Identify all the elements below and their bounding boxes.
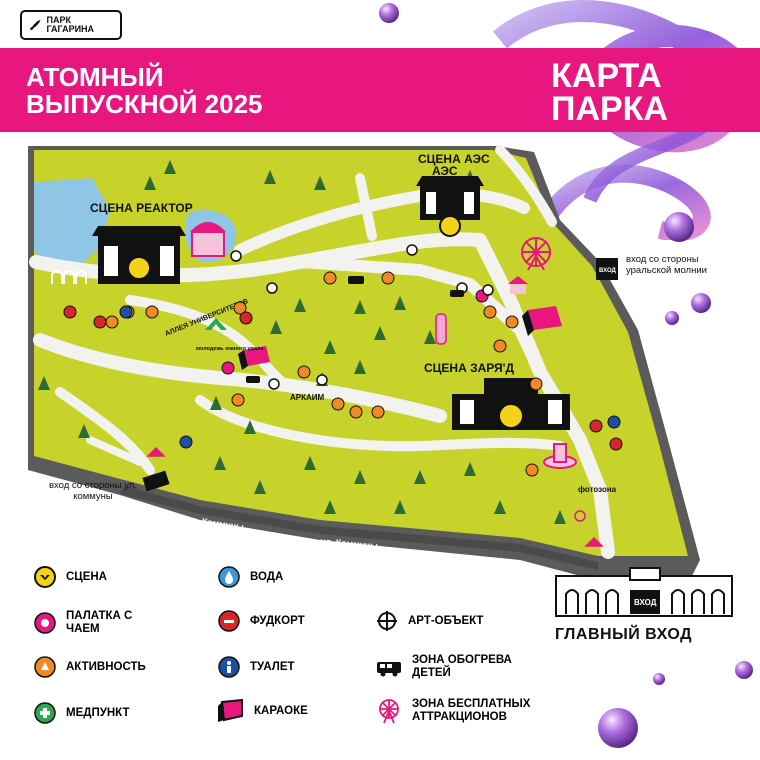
rocket-logo-icon: [29, 19, 41, 31]
svg-text:ВХОД: ВХОД: [599, 268, 617, 274]
lake: [34, 178, 110, 270]
logo-text: ПАРК ГАГАРИНА: [46, 15, 95, 34]
stage-zarya-label: СЦЕНА ЗАРЯ'Д: [424, 361, 514, 375]
pavilion-building: [190, 222, 226, 257]
karaoke-box: [238, 346, 270, 370]
toilet-markers: [119, 305, 621, 449]
legend-item-foodcourt: ФУДКОРТ: [218, 610, 305, 632]
legend-item-kids-heating: ЗОНА ОБОГРЕВА ДЕТЕЙ: [376, 654, 522, 680]
arkaim-label: АРКАИМ: [290, 393, 325, 402]
free-rides-markers: [146, 446, 604, 547]
legend-item-tea-tent: ПАЛАТКА С ЧАЕМ: [34, 610, 146, 636]
tea-tent-icon: [34, 612, 56, 634]
map-title-line1: КАРТА: [551, 57, 662, 95]
legend-item-karaoke: КАРАОКЕ: [216, 698, 308, 724]
legend-label: СЦЕНА: [66, 570, 107, 583]
arches-structure: [51, 270, 87, 284]
tent-structure: [508, 276, 528, 294]
legend-label: ТУАЛЕТ: [250, 660, 295, 673]
legend-item-free-rides: ЗОНА БЕСПЛАТНЫХ АТТРАКЦИОНОВ: [376, 698, 552, 724]
karaoke-icon: [218, 698, 243, 722]
entry-west-marker: [142, 470, 170, 492]
legend-label: ФУДКОРТ: [250, 614, 305, 627]
event-title-line1: АТОМНЫЙ: [26, 62, 164, 92]
main-entrance-building: [555, 567, 733, 617]
legend-label: АКТИВНОСТЬ: [66, 660, 146, 673]
art-object-icon: [377, 611, 397, 631]
legend-label: АРТ-ОБЪЕКТ: [408, 614, 484, 627]
stage-reactor-label: СЦЕНА РЕАКТОР: [90, 201, 193, 215]
toilet-icon: [218, 656, 240, 678]
map-title-line2: ПАРКА: [551, 90, 668, 128]
event-title: АТОМНЫЙ ВЫПУСКНОЙ 2025: [26, 64, 356, 118]
legend-item-activity: АКТИВНОСТЬ: [34, 656, 146, 678]
foodcourt-markers: [63, 305, 623, 451]
foodcourt-icon: [218, 610, 240, 632]
statue-art-object: [435, 313, 447, 345]
legend-item-stage: СЦЕНА: [34, 566, 107, 588]
legend-label: КАРАОКЕ: [254, 704, 308, 717]
youth-label: молодежь южного урала: [196, 346, 264, 352]
bus-markers: [246, 276, 464, 383]
stage-zarya-building: [452, 378, 570, 430]
stage-reactor-building: [92, 226, 186, 284]
legend-label: ЗОНА ОБОГРЕВА ДЕТЕЙ: [412, 654, 512, 679]
ferris-wheel-icon: [521, 237, 551, 271]
event-title-line2: ВЫПУСКНОЙ 2025: [26, 89, 263, 119]
fountain-structure: [543, 443, 577, 469]
legend-label: ВОДА: [250, 570, 284, 583]
legend-label: ПАЛАТКА С ЧАЕМ: [66, 610, 133, 635]
legend-item-toilet: ТУАЛЕТ: [218, 656, 295, 678]
stage-aes-label: СЦЕНА АЭС: [418, 152, 490, 166]
legend-item-art-object: АРТ-ОБЪЕКТ: [376, 610, 483, 632]
stage-aes-building: [416, 176, 484, 237]
stage-aes-label-2: АЭС: [432, 164, 458, 178]
medical-icon: [34, 702, 56, 724]
park-logo: ПАРК ГАГАРИНА: [20, 10, 122, 40]
karaoke-box: [522, 306, 562, 336]
entry-west-label: вход со стороны ул. коммуны: [48, 480, 137, 502]
entry-east-marker: ВХОД: [596, 258, 618, 280]
activity-icon: [34, 656, 56, 678]
water-icon: [218, 566, 240, 588]
free-rides-icon: [379, 699, 399, 724]
legend-label: ЗОНА БЕСПЛАТНЫХ АТТРАКЦИОНОВ: [412, 698, 531, 723]
legend-item-water: ВОДА: [218, 566, 283, 588]
legend-label: МЕДПУНКТ: [66, 706, 130, 719]
stage-icon: [34, 566, 56, 588]
university-alley-sign: [205, 318, 227, 330]
entry-east-label: вход со стороны уральской молнии: [626, 254, 707, 276]
map-title: КАРТА ПАРКА: [551, 57, 668, 128]
kids-heating-icon: [377, 662, 401, 677]
main-entry-label: ГЛАВНЫЙ ВХОД: [555, 626, 693, 643]
legend-item-medical: МЕДПУНКТ: [34, 702, 130, 724]
photozone-label: фотозона: [578, 485, 617, 494]
main-entry-sign: ВХОД: [634, 598, 657, 607]
activity-markers: [105, 271, 543, 477]
header-banner: [0, 48, 760, 132]
art-object-markers: [230, 244, 494, 390]
